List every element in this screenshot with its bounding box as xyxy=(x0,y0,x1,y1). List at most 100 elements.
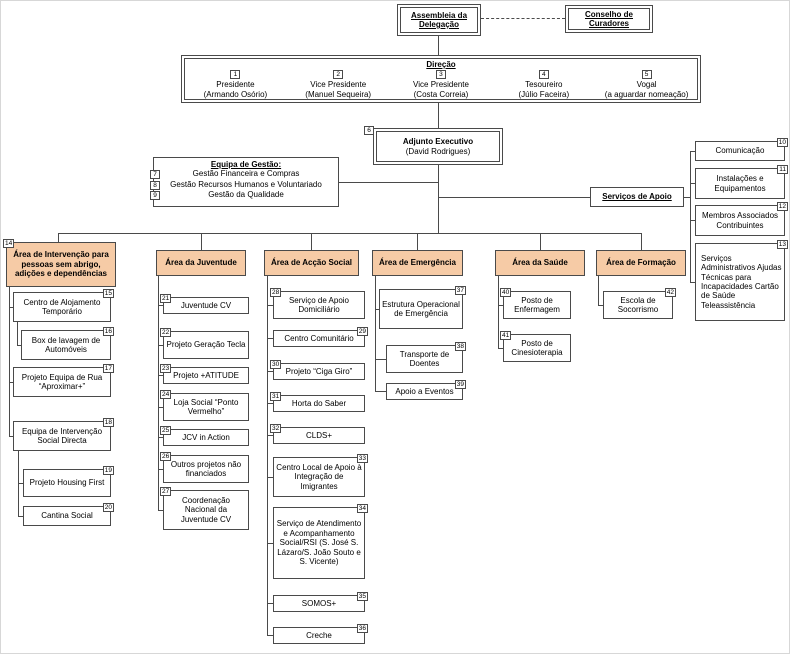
connector-line xyxy=(438,197,590,198)
node-escola-de-socorrismo: 42 Escola de Socorrismo xyxy=(603,288,676,319)
node-clds: 32 CLDS+ xyxy=(270,424,365,444)
node-jcv-in-action: 25 JCV in Action xyxy=(160,426,249,446)
number-tag: 38 xyxy=(454,342,466,351)
direcao-member-presidente: 1 Presidente (Armando Osório) xyxy=(184,70,287,99)
box-label: Posto de Enfermagem xyxy=(514,295,560,314)
connector-line xyxy=(17,345,21,346)
servicos-apoio-box: Serviços de Apoio xyxy=(590,187,684,207)
box-label: Centro Comunitário xyxy=(284,333,354,343)
equipa-item: 7 Gestão Financeira e Compras xyxy=(150,169,336,180)
box-label: Membros Associados Contribuintes xyxy=(701,211,779,230)
box-label: Centro Local de Apoio à Integração de Im… xyxy=(276,462,362,491)
number-tag: 5 xyxy=(641,70,652,80)
assembleia-label: Assembleia da Delegação xyxy=(410,10,468,29)
number-tag: 29 xyxy=(356,327,368,336)
direcao-member-vice-presidente-1: 2 Vice Presidente (Manuel Sequeira) xyxy=(287,70,390,99)
number-tag: 11 xyxy=(777,165,788,174)
number-tag: 22 xyxy=(160,328,172,337)
connector-line xyxy=(481,18,565,19)
connector-line xyxy=(9,307,13,308)
number-tag: 41 xyxy=(500,331,512,340)
direcao-title: Direção xyxy=(426,60,456,69)
node-transporte-de-doentes: 38 Transporte de Doentes xyxy=(386,342,466,373)
connector-line xyxy=(267,338,273,339)
connector-line xyxy=(18,516,23,517)
direcao-member-tesoureiro: 4 Tesoureiro (Júlio Faceira) xyxy=(492,70,595,99)
direcao-members: 1 Presidente (Armando Osório) 2 Vice Pre… xyxy=(184,70,698,99)
box-label: SOMOS+ xyxy=(301,598,337,608)
node-box-lavagem-automoveis: 16 Box de lavagem de Automóveis xyxy=(21,327,114,360)
connector-line xyxy=(690,282,695,283)
area-accao-social-header: Área de Acção Social xyxy=(264,250,359,276)
number-tag: 27 xyxy=(160,487,172,496)
connector-line xyxy=(375,309,379,310)
node-centro-alojamento-temporario: 15 Centro de Alojamento Temporário xyxy=(13,289,114,322)
connector-line xyxy=(598,305,603,306)
connector-line xyxy=(267,543,273,544)
connector-line xyxy=(9,287,10,436)
node-projeto-housing-first: 19 Projeto Housing First xyxy=(23,466,114,497)
connector-line xyxy=(339,182,438,183)
box-label: Centro de Alojamento Temporário xyxy=(23,297,101,316)
area-label: Área de Emergência xyxy=(379,258,456,268)
equipa-item-label: Gestão Financeira e Compras xyxy=(192,169,300,179)
number-tag: 20 xyxy=(102,503,114,512)
box-label: Transporte de Doentes xyxy=(399,349,450,368)
area-label: Área de Intervenção para pessoas sem abr… xyxy=(13,250,109,279)
node-creche: 36 Creche xyxy=(273,624,368,644)
number-tag: 17 xyxy=(102,364,114,373)
number-tag: 31 xyxy=(270,392,282,401)
number-tag: 4 xyxy=(538,70,549,80)
box-label: CLDS+ xyxy=(305,430,332,440)
number-tag: 39 xyxy=(454,380,466,389)
connector-line xyxy=(158,437,163,438)
box-label: Projeto Equipa de Rua “Aproximar+” xyxy=(21,372,103,391)
box-label: Horta do Saber xyxy=(291,398,347,408)
node-projeto-ciga-giro: 30 Projeto “Ciga Giro” xyxy=(270,360,365,380)
area-juventude-header: Área da Juventude xyxy=(156,250,246,276)
area-formacao-header: Área de Formação xyxy=(596,250,686,276)
connector-line xyxy=(417,233,418,250)
box-label: Cantina Social xyxy=(41,511,93,521)
box-label: Instalações e Equipamentos xyxy=(714,174,766,193)
number-tag: 18 xyxy=(102,418,114,427)
connector-line xyxy=(311,233,312,250)
node-centro-local-apoio-integracao-imigrantes: 33 Centro Local de Apoio à Integração de… xyxy=(273,454,368,497)
connector-line xyxy=(9,436,13,437)
number-tag: 12 xyxy=(776,202,788,211)
connector-line xyxy=(498,305,503,306)
connector-line xyxy=(690,151,695,152)
number-tag: 30 xyxy=(270,360,282,369)
connector-line xyxy=(201,233,202,250)
member-name: (a aguardar nomeação) xyxy=(604,89,689,99)
area-saude-header: Área da Saúde xyxy=(495,250,585,276)
number-tag: 8 xyxy=(150,180,160,190)
assembleia-box: Assembleia da Delegação xyxy=(397,4,481,36)
number-tag: 24 xyxy=(160,390,172,399)
adjunto-executivo-box: 6 Adjunto Executivo (David Rodrigues) xyxy=(364,126,503,165)
number-tag: 10 xyxy=(776,138,788,147)
box-label: Box de lavagem de Automóveis xyxy=(31,335,101,354)
node-estrutura-operacional-emergencia: 37 Estrutura Operacional de Emergência xyxy=(379,286,466,329)
servicos-apoio-label: Serviços de Apoio xyxy=(602,192,672,202)
node-servico-atendimento-acompanhamento-social-rsi: 34 Serviço de Atendimento e Acompanhamen… xyxy=(273,504,368,579)
connector-line xyxy=(158,276,159,510)
box-label: Loja Social “Ponto Vermelho” xyxy=(173,397,239,416)
member-role: Presidente xyxy=(216,80,255,90)
conselho-curadores-box: Conselho de Curadores xyxy=(565,5,653,33)
node-centro-comunitario: 29 Centro Comunitário xyxy=(273,327,368,347)
node-projeto-geracao-tecla: 22 Projeto Geração Tecla xyxy=(160,328,249,359)
box-label: Creche xyxy=(306,630,332,640)
member-role: Vice Presidente xyxy=(310,80,367,90)
connector-line xyxy=(498,348,503,349)
direcao-member-vice-presidente-2: 3 Vice Presidente (Costa Correia) xyxy=(390,70,493,99)
connector-line xyxy=(690,151,691,282)
direcao-member-vogal: 5 Vogal (a aguardar nomeação) xyxy=(595,70,698,99)
connector-line xyxy=(267,477,273,478)
member-role: Vice Presidente xyxy=(413,80,469,90)
connector-line xyxy=(438,36,439,55)
connector-line xyxy=(158,305,163,306)
equipa-item: 9 Gestão da Qualidade xyxy=(150,190,336,201)
box-label: Apoio a Eventos xyxy=(395,386,454,396)
equipa-item: 8 Gestão Recursos Humanos e Voluntariado xyxy=(150,180,336,190)
